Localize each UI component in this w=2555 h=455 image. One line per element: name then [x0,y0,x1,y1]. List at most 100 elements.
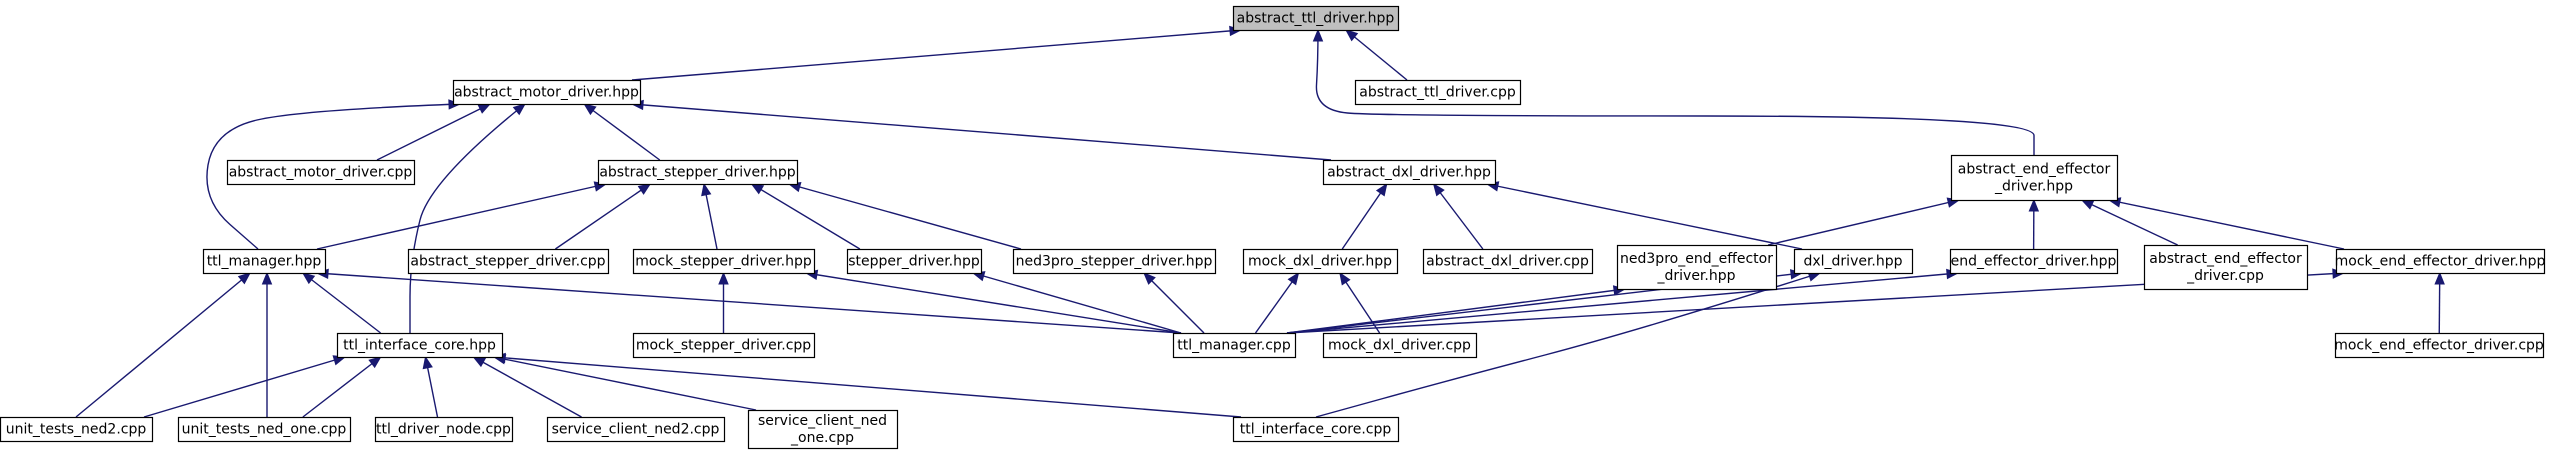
node-n11[interactable]: ned3pro_stepper_driver.hpp [1012,248,1217,275]
node-n8[interactable]: abstract_stepper_driver.cpp [407,248,610,275]
node-n21[interactable]: ttl_manager.cpp [1172,332,1297,359]
node-box [1422,248,1594,275]
edge-n1-n6 [631,103,1332,161]
node-box [1322,159,1497,186]
arrowhead-n1-n19 [512,103,527,116]
edge-n19-n27 [473,356,582,418]
node-n22[interactable]: mock_dxl_driver.cpp [1322,332,1478,359]
edge-n11-n21 [1143,272,1205,334]
node-label: stepper_driver.hpp [848,254,980,270]
node-n19[interactable]: ttl_interface_core.hpp [336,332,504,359]
node-label: service_client_ned [758,413,887,429]
node-n18[interactable]: mock_end_effector_driver.hpp [2335,248,2546,275]
node-n3[interactable]: abstract_end_effector_driver.hpp [1950,154,2119,202]
node-n16[interactable]: end_effector_driver.hpp [1949,248,2119,275]
arrowhead-n19-n26 [422,355,433,370]
node-n23[interactable]: mock_end_effector_driver.cpp [2334,332,2545,359]
node-n26[interactable]: ttl_driver_node.cpp [374,416,514,443]
node-n13[interactable]: abstract_dxl_driver.cpp [1422,248,1594,275]
node-n6[interactable]: abstract_dxl_driver.hpp [1322,159,1497,186]
edge-n14-n21 [1286,288,1626,334]
node-n7[interactable]: ttl_manager.hpp [202,248,327,275]
edge-n19-n28 [493,356,757,411]
arrowhead-n1-n4 [477,103,492,114]
node-label: mock_end_effector_driver.cpp [2334,338,2544,354]
edge-n15-n29 [1315,272,1821,418]
node-n29[interactable]: ttl_interface_core.cpp [1232,416,1400,443]
node-n9[interactable]: mock_stepper_driver.hpp [632,248,816,275]
arrowhead-n5-n9 [701,182,712,197]
node-box [226,159,416,186]
edge-n5-n7 [316,183,607,250]
node-label: abstract_stepper_driver.hpp [599,165,795,181]
node-n5[interactable]: abstract_stepper_driver.hpp [597,159,799,186]
node-label: ned3pro_end_effector [1620,251,1773,267]
node-label: dxl_driver.hpp [1803,254,1902,270]
node-n15[interactable]: dxl_driver.hpp [1793,248,1914,275]
node-n0[interactable]: abstract_ttl_driver.hpp [1232,5,1400,32]
edge-n19-n24 [143,356,346,418]
arrowhead-n6-n13 [1432,182,1445,197]
edge-n0-n1 [631,29,1242,81]
edge-n10-n21 [972,272,1182,334]
node-label: _driver.hpp [1657,268,1736,284]
node-box [1232,416,1400,443]
edge-n6-n15 [1486,183,1803,250]
node-label: mock_end_effector_driver.hpp [2335,254,2546,270]
arrowhead-n11-n21 [1143,272,1156,285]
node-label: unit_tests_ned_one.cpp [182,422,347,438]
node-n20[interactable]: mock_stepper_driver.cpp [632,332,816,359]
node-box [2143,244,2309,291]
edge-n16-n21 [1286,272,1959,334]
node-n10[interactable]: stepper_driver.hpp [846,248,983,275]
node-label: ttl_interface_core.cpp [1240,422,1392,438]
node-label: unit_tests_ned2.cpp [6,422,147,438]
node-n14[interactable]: ned3pro_end_effector_driver.hpp [1616,244,1778,291]
edge-n6-n13 [1433,183,1484,250]
node-n17[interactable]: abstract_end_effector_driver.cpp [2143,244,2309,291]
arrowhead-n12-n21 [1287,271,1300,286]
node-box [1950,154,2119,202]
node-n28[interactable]: service_client_ned_one.cpp [747,409,899,450]
arrowhead-n9-n20 [718,271,729,285]
node-box [747,409,899,450]
node-box [2334,332,2545,359]
node-label: _one.cpp [790,430,854,446]
edge-n5-n11 [788,183,1022,250]
edge-n19-n29 [493,356,1242,418]
arrowhead-n1-n5 [583,103,597,116]
node-n24[interactable]: unit_tests_ned2.cpp [0,416,154,443]
node-label: mock_dxl_driver.cpp [1328,338,1471,354]
node-label: ttl_driver_node.cpp [376,422,511,438]
arrowhead-n3-n17 [2080,199,2095,210]
arrowhead-n7-n25 [261,271,273,285]
arrowhead-n5-n10 [750,183,765,195]
edge-n12-n21 [1254,272,1300,334]
node-label: abstract_ttl_driver.cpp [1359,85,1516,101]
edge-n5-n10 [751,183,861,250]
node-n27[interactable]: service_client_ned2.cpp [546,416,726,443]
node-label: abstract_motor_driver.cpp [229,165,413,181]
arrowhead-n0-n3 [1312,28,1324,42]
arrowhead-n7-n24 [237,272,252,285]
node-label: ned3pro_stepper_driver.hpp [1016,254,1213,270]
arrowhead-n6-n12 [1375,182,1388,197]
arrowhead-n5-n8 [637,183,652,195]
edge-n1-n4 [376,103,491,161]
node-label: _driver.cpp [2186,268,2264,284]
node-box [374,416,514,443]
node-n2[interactable]: abstract_ttl_driver.cpp [1354,79,1522,106]
node-n1[interactable]: abstract_motor_driver.hpp [452,79,642,106]
node-box [452,79,642,106]
arrowhead-n3-n16 [2028,198,2040,212]
node-box [546,416,726,443]
arrowhead-n19-n25 [368,356,382,369]
node-n12[interactable]: mock_dxl_driver.hpp [1242,248,1399,275]
node-n25[interactable]: unit_tests_ned_one.cpp [177,416,352,443]
node-box [2335,248,2546,275]
node-n4[interactable]: abstract_motor_driver.cpp [226,159,416,186]
node-box [1242,248,1399,275]
edge-n5-n8 [554,183,651,250]
node-box [1232,5,1400,32]
